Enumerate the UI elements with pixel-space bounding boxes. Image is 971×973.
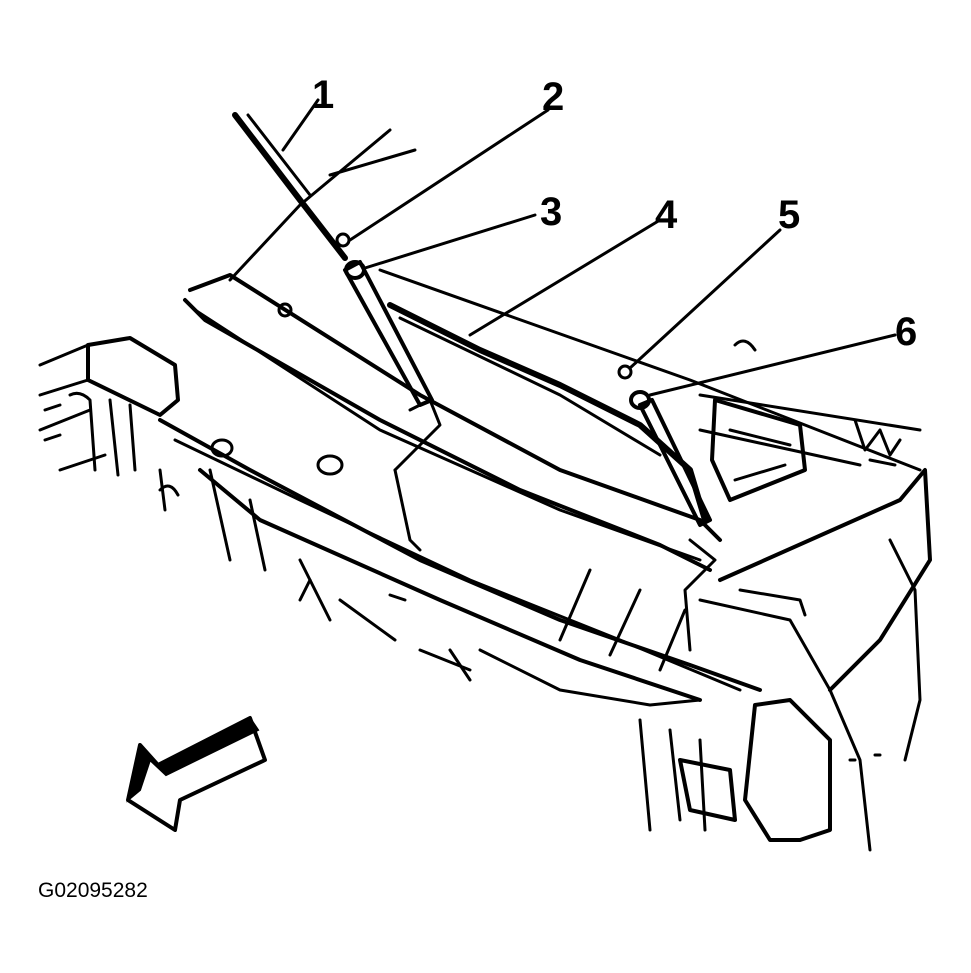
callout-2: 2 (542, 75, 564, 119)
left-wiper-arm (343, 260, 434, 407)
figure-id: G02095282 (38, 879, 148, 902)
callout-5: 5 (778, 193, 800, 237)
leader-6 (648, 333, 897, 397)
left-wiper-assembly (232, 112, 442, 552)
leader-3 (363, 213, 537, 270)
left-cap (335, 232, 351, 248)
right-nut (629, 390, 651, 410)
callout-6: 6 (895, 310, 917, 354)
vehicle-cowl-linework (38, 128, 932, 852)
callout-labels: 1 2 3 4 5 6 (312, 73, 917, 354)
leader-4 (468, 218, 662, 337)
right-wiper-blade (387, 302, 708, 523)
right-wiper-assembly (387, 302, 717, 652)
left-wiper-blade (232, 112, 348, 261)
leader-1 (281, 98, 320, 152)
callout-4: 4 (655, 193, 678, 237)
leader-lines (281, 98, 897, 397)
leader-5 (628, 228, 782, 370)
callout-3: 3 (540, 190, 562, 234)
leader-2 (348, 108, 550, 242)
front-direction-arrow-icon (126, 716, 267, 832)
callout-1: 1 (312, 73, 334, 117)
left-nut (344, 260, 366, 280)
right-cap (617, 364, 633, 380)
